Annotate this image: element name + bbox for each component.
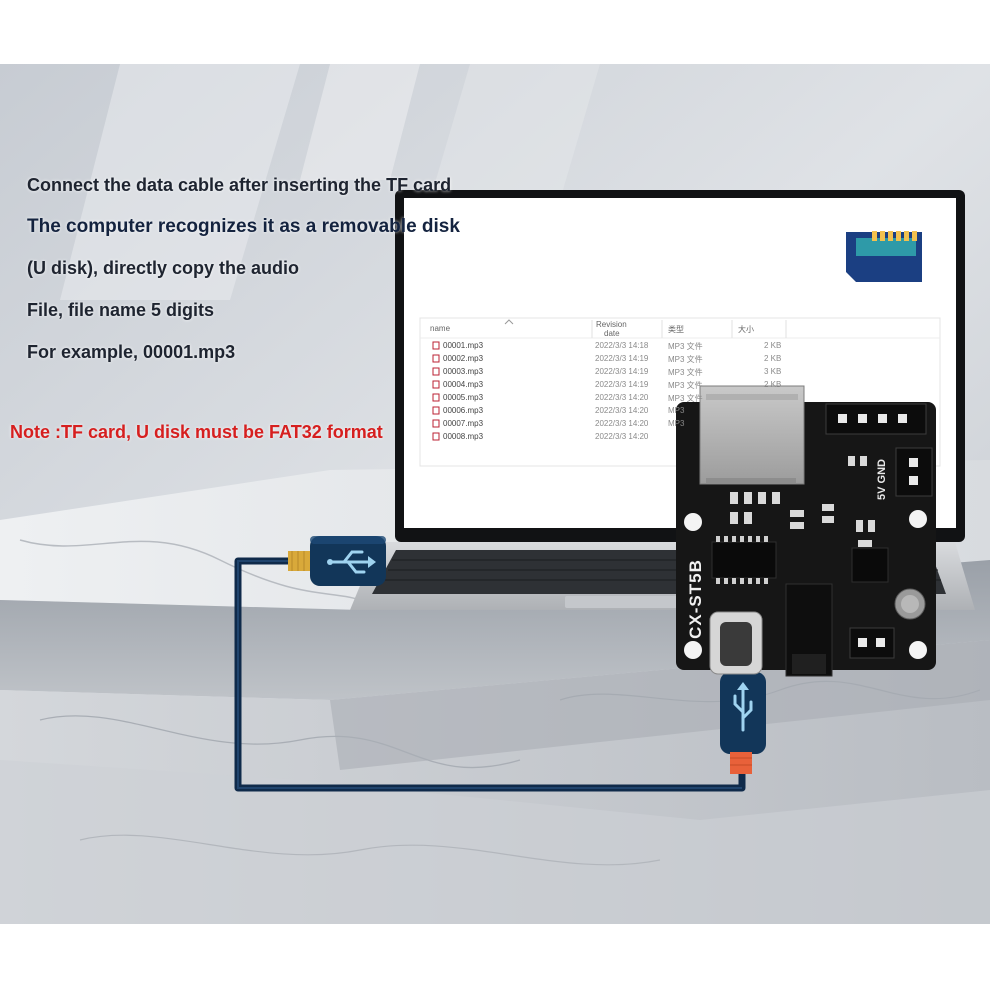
file-row-type: MP3 文件 (668, 355, 703, 364)
file-row-name[interactable]: 00004.mp3 (443, 380, 484, 389)
file-row-type: MP3 (668, 419, 685, 428)
file-row-date: 2022/3/3 14:19 (595, 380, 649, 389)
pcb-board (676, 385, 936, 677)
file-row-date: 2022/3/3 14:20 (595, 432, 649, 441)
caption-line-4: File, file name 5 digits (27, 300, 215, 320)
column-type: 类型 (668, 325, 684, 334)
file-row-type: MP3 文件 (668, 394, 703, 403)
file-row-name[interactable]: 00003.mp3 (443, 367, 484, 376)
usb-icon (327, 550, 376, 574)
file-row-date: 2022/3/3 14:18 (595, 341, 649, 350)
file-row-size: 2 KB (764, 354, 782, 363)
file-row-icons (432, 341, 440, 441)
board-model-label: CX-ST5B (676, 545, 716, 655)
pin-header-speaker (849, 627, 895, 659)
file-row-type: MP3 文件 (668, 368, 703, 377)
file-row-type: MP3 文件 (668, 381, 703, 390)
column-name: name (430, 324, 451, 333)
caption-line-3: (U disk), directly copy the audio (27, 258, 300, 278)
usb-drive-tile: USB drive (830, 215, 936, 313)
pin-header-power (895, 447, 933, 497)
amp-ic (851, 547, 889, 583)
column-date: date (604, 329, 620, 338)
file-row-name[interactable]: 00001.mp3 (443, 341, 484, 350)
tf-card-slot (699, 385, 805, 485)
file-row-name[interactable]: 00002.mp3 (443, 354, 484, 363)
board-model-text: CX-ST5B (686, 559, 705, 639)
column-revision: Revision (596, 320, 627, 329)
caption-line-1: Connect the data cable after inserting t… (27, 175, 452, 195)
file-row-date: 2022/3/3 14:19 (595, 367, 649, 376)
file-row-type: MP3 (668, 406, 685, 415)
column-size: 大小 (738, 325, 754, 334)
file-row-size: 2 KB (764, 380, 782, 389)
file-row-name[interactable]: 00005.mp3 (443, 393, 484, 402)
sort-chevron-icon (504, 319, 514, 325)
file-row-name[interactable]: 00006.mp3 (443, 406, 484, 415)
main-ic (711, 541, 777, 579)
caption-line-2: The computer recognizes it as a removabl… (27, 216, 460, 237)
sd-card-icon (846, 231, 922, 282)
file-row-date: 2022/3/3 14:20 (595, 419, 649, 428)
file-row-date: 2022/3/3 14:19 (595, 354, 649, 363)
usb-icon-right (733, 682, 753, 732)
file-row-type: MP3 文件 (668, 342, 703, 351)
file-row-size: 2 KB (764, 341, 782, 350)
file-row-name[interactable]: 00008.mp3 (443, 432, 484, 441)
usb-drive-label: USB drive (851, 290, 915, 306)
caption-line-5: For example, 00001.mp3 (27, 342, 236, 362)
usb-cable (234, 557, 746, 792)
file-row-date: 2022/3/3 14:20 (595, 393, 649, 402)
file-row-size: 3 KB (764, 367, 782, 376)
file-row-date: 2022/3/3 14:20 (595, 406, 649, 415)
board-pin-text: 5V GND (876, 459, 888, 500)
file-row-name[interactable]: 00007.mp3 (443, 419, 484, 428)
format-note: Note :TF card, U disk must be FAT32 form… (10, 422, 383, 442)
